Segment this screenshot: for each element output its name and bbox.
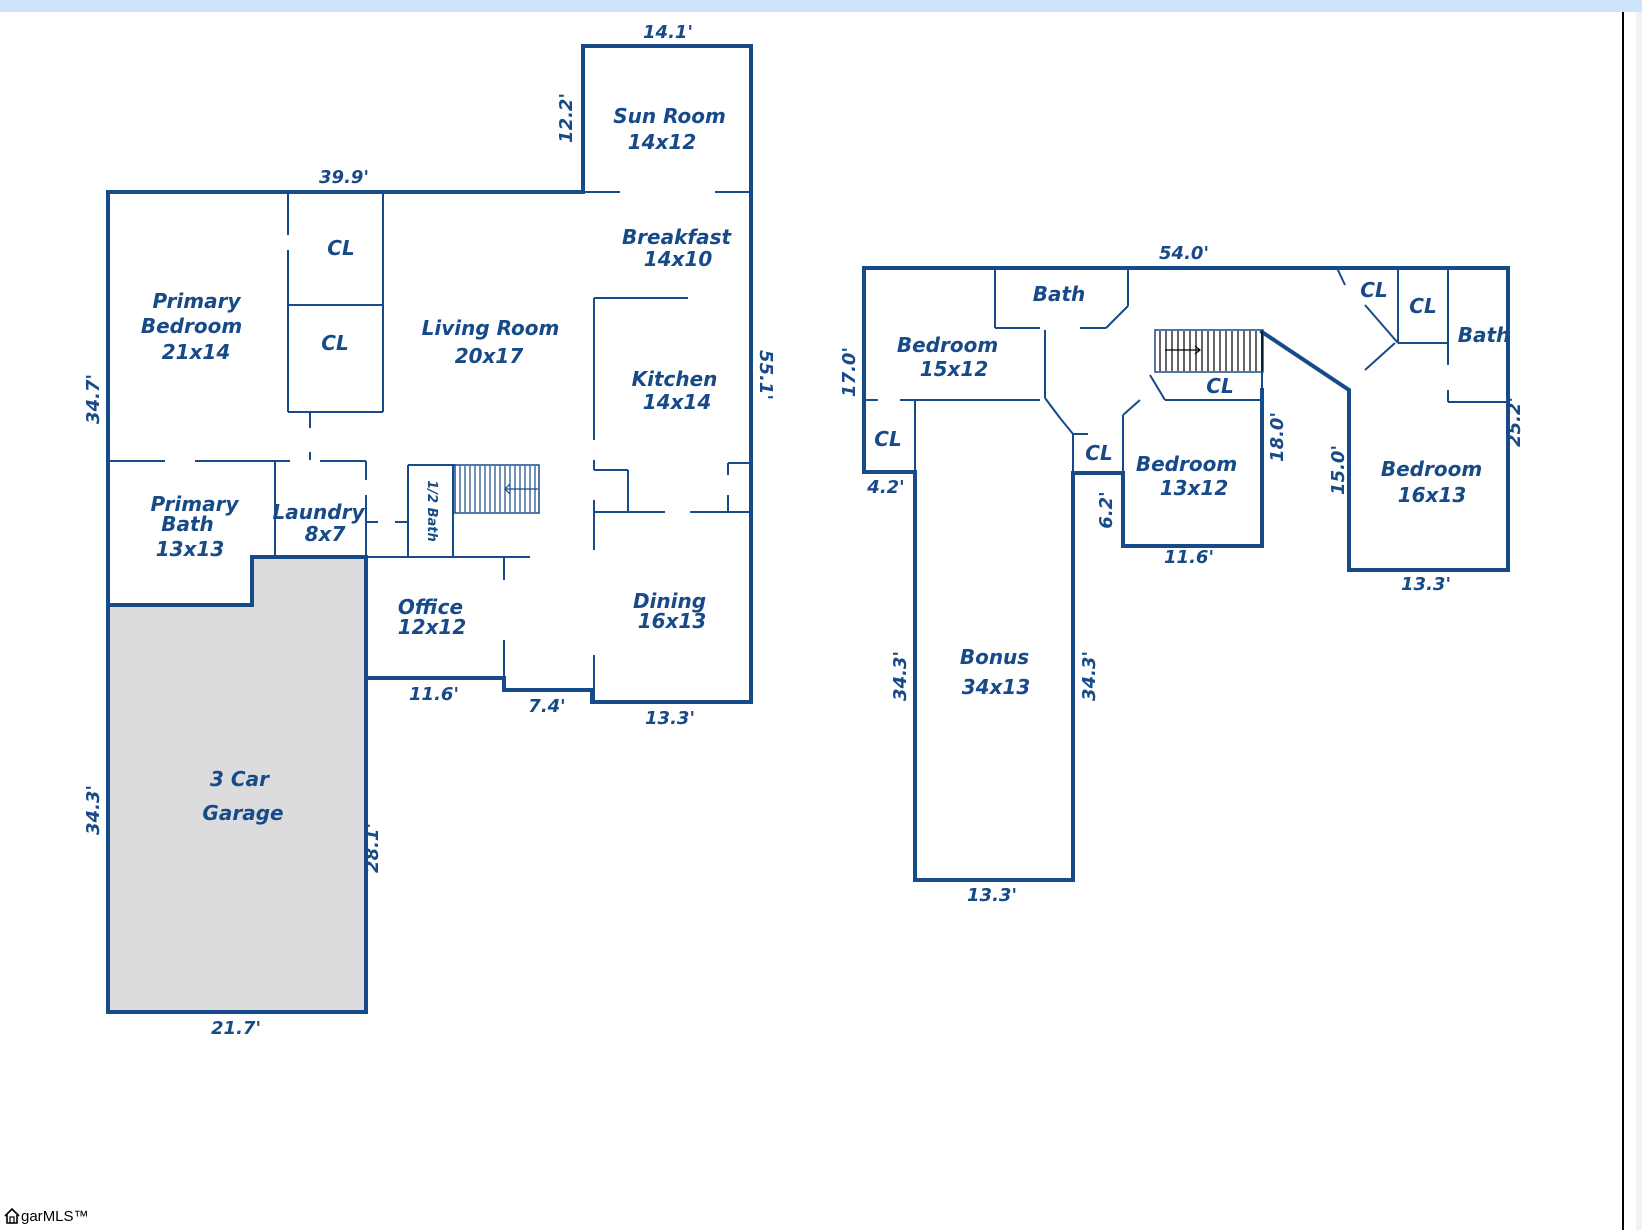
dimension-label: 18.0' [1267,412,1288,462]
dimension-label: 17.0' [839,347,860,397]
floor-1-plan [106,44,753,1014]
dimension-label: 25.2' [1504,397,1525,447]
dimension-label: 4.2' [866,477,904,498]
dimension-label: 54.0' [1159,243,1209,264]
kitchen-label: Kitchen 14x14 [632,367,725,414]
laundry-label: Laundry 8x7 [273,500,372,546]
floor-1-dimension-labels: 14.1' 12.2' 39.9' 34.7' 55.1' 11.6' 7.4'… [83,22,776,1039]
closet-label: CL [1409,294,1436,318]
top-bar [0,0,1642,12]
mls-text: MLS™ [42,1207,89,1225]
floor-1-exterior-walls [106,44,753,704]
dining-label: Dining 16x13 [633,589,713,633]
dimension-label: 34.3' [890,651,911,701]
right-divider-line [1622,12,1624,1230]
primary-bedroom-label: Primary Bedroom 21x14 [141,289,249,364]
dimension-label: 14.1' [643,22,693,43]
closet-label: CL [874,427,901,451]
bath-label: Bath [1458,323,1511,347]
dimension-label: 13.3' [645,708,695,729]
primary-bath-label: Primary Bath 13x13 [151,492,246,561]
dimension-label: 21.7' [211,1018,261,1039]
right-edge-strip [1636,12,1642,1230]
dimension-label: 34.7' [83,374,104,424]
bedroom-label: Bedroom 15x12 [897,333,1005,381]
dimension-label: 6.2' [1096,491,1117,528]
bonus-label: Bonus 34x13 [960,645,1036,699]
sun-room-label: Sun Room 14x12 [613,104,733,154]
floor-1-interior-walls [108,191,751,702]
dimension-label: 11.6' [409,684,459,705]
closet-label: CL [327,236,354,260]
bedroom-label: Bedroom 13x12 [1136,452,1244,500]
dimension-label: 15.0' [1328,445,1349,495]
dimension-label: 34.3' [1079,651,1100,701]
dimension-label: 13.3' [967,885,1017,906]
office-label: Office 12x12 [398,595,470,639]
dimension-label: 34.3' [83,785,104,835]
logo-text: gar [21,1207,43,1225]
dimension-label: 7.4' [528,696,565,717]
floor-1-stairs [454,464,540,514]
floor-1-room-labels: Sun Room 14x12 Breakfast 14x10 Primary B… [141,104,738,825]
dimension-label: 11.6' [1164,547,1214,568]
half-bath-label: 1/2 Bath [424,480,439,542]
closet-label: CL [1206,374,1233,398]
dimension-label: 28.1' [362,823,383,873]
dimension-label: 39.9' [319,167,369,188]
house-icon [4,1208,20,1224]
floor-2-dimension-labels: 54.0' 17.0' 4.2' 34.3' 34.3' 13.3' 6.2' … [839,243,1525,906]
floor-2-room-labels: Bath CL CL Bath Bedroom 15x12 CL CL CL B… [874,278,1510,699]
closet-label: CL [1085,441,1112,465]
floor-2-exterior-walls [862,266,1510,882]
dimension-label: 55.1' [755,350,776,400]
dimension-label: 12.2' [556,93,577,143]
dimension-label: 13.3' [1401,574,1451,595]
breakfast-label: Breakfast 14x10 [622,225,738,271]
garage-label: 3 Car Garage [202,767,283,825]
bedroom-label: Bedroom 16x13 [1381,457,1489,507]
living-room-label: Living Room 20x17 [422,316,567,368]
bath-label: Bath [1033,282,1086,306]
floor-2-plan [862,266,1510,882]
closet-label: CL [321,331,348,355]
floor-2-stairs [1154,329,1264,373]
closet-label: CL [1360,278,1387,302]
